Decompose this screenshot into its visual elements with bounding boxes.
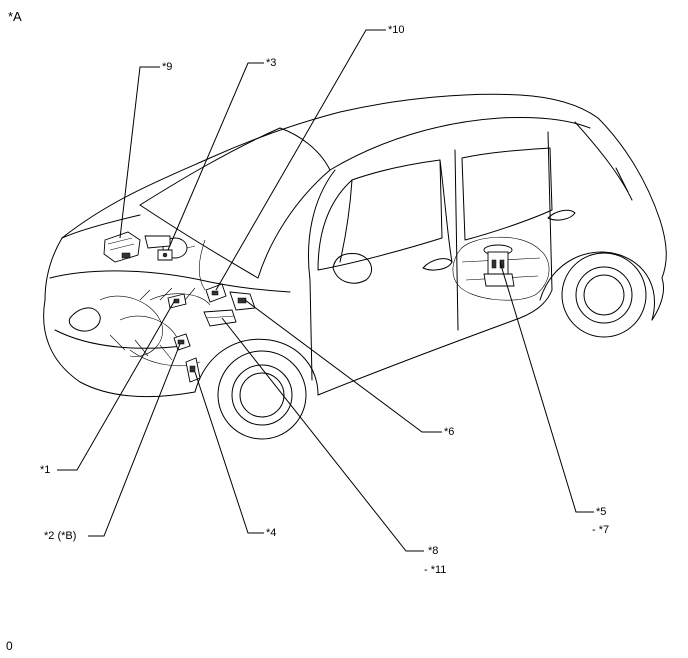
callout-3: *3 bbox=[266, 57, 277, 69]
part-10-sensor bbox=[205, 283, 227, 303]
part-9-ecu bbox=[103, 231, 141, 263]
part-1-sensor bbox=[167, 293, 187, 309]
car-body-outline bbox=[43, 93, 667, 440]
callout-10: *10 bbox=[388, 24, 405, 36]
callout-1: *1 bbox=[40, 464, 51, 476]
part-5-fuel-pump bbox=[452, 236, 550, 301]
callout-6: *6 bbox=[444, 426, 455, 438]
callout-5: *5 bbox=[596, 506, 607, 518]
part-6-sensor bbox=[229, 291, 256, 311]
callout-2: *2 (*B) bbox=[44, 530, 77, 542]
callout-8-range: - *11 bbox=[424, 564, 447, 576]
leader-lines bbox=[57, 29, 594, 552]
figure-label: *A bbox=[8, 9, 22, 24]
part-8-component bbox=[203, 309, 237, 327]
callout-9: *9 bbox=[162, 61, 173, 73]
footer-code: 0 bbox=[6, 639, 13, 653]
part-2-sensor bbox=[173, 333, 191, 351]
callout-8: *8 bbox=[428, 545, 439, 557]
callout-5-range: - *7 bbox=[592, 524, 610, 536]
part-4-sensor bbox=[185, 357, 201, 383]
callout-4: *4 bbox=[266, 527, 277, 539]
part-3-actuator bbox=[144, 235, 196, 261]
